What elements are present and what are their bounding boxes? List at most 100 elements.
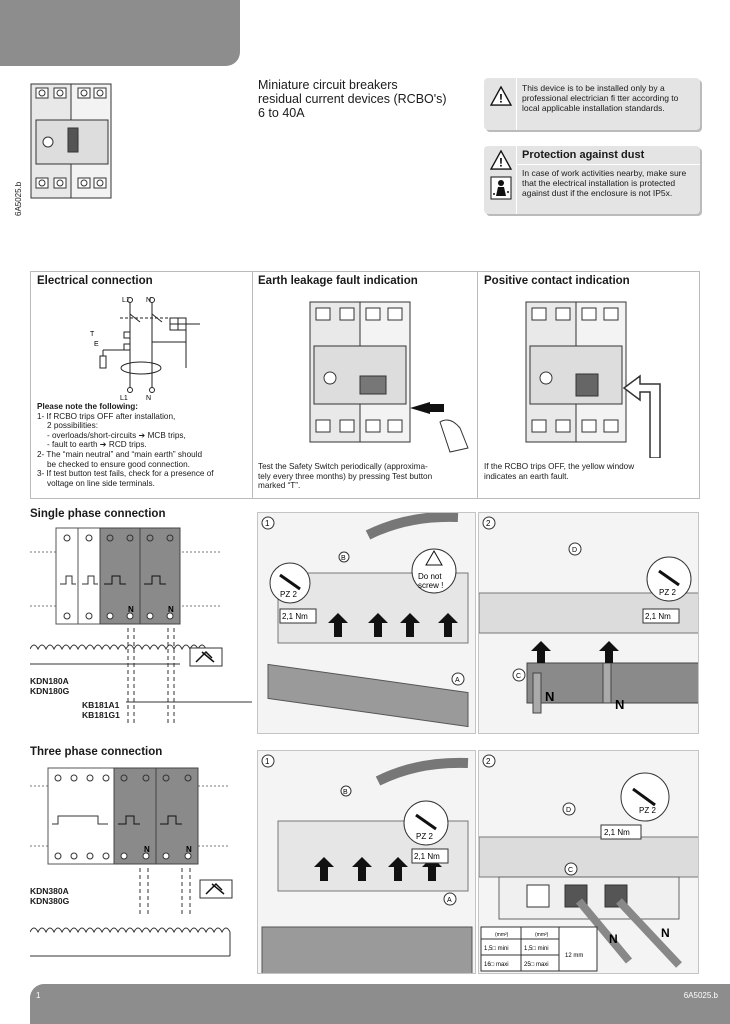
document-title: Miniature circuit breakers residual curr… xyxy=(258,78,478,120)
note-line: voltage on line side terminals. xyxy=(47,478,155,488)
three-step-2-figure: N N PZ 2 2,1 Nm D C 2 (mm²) (mm²) 1,5□ m… xyxy=(478,750,699,974)
info-panels xyxy=(30,271,700,499)
install-warning-text: This device is to be installed only by a… xyxy=(522,83,679,113)
electrical-connection-heading: Electrical connection xyxy=(37,275,153,287)
n-marker: N xyxy=(661,926,670,940)
note-title: Please note the following: xyxy=(37,402,138,411)
table-unit-1: (mm²) xyxy=(495,932,509,938)
l1-bottom-label: L1 xyxy=(120,395,128,402)
title-line-3: 6 to 40A xyxy=(258,106,305,120)
warning-triangle-icon: ! xyxy=(490,150,512,170)
note-line: 2- The “main neutral” and “main earth” s… xyxy=(37,449,203,459)
n-label: N xyxy=(168,605,174,614)
model-code: KB181A1 xyxy=(82,700,120,710)
n-marker: N xyxy=(545,689,554,704)
model-code: KDN180G xyxy=(30,686,70,696)
positive-text-line: indicates an earth fault. xyxy=(484,471,569,481)
earth-leakage-text: Test the Safety Switch periodically (app… xyxy=(258,462,472,491)
pz-label: PZ 2 xyxy=(280,590,297,599)
earth-text-line: tely every three months) by pressing Tes… xyxy=(258,471,433,481)
positive-text-line: If the RCBO trips OFF, the yellow window xyxy=(484,462,635,471)
a-marker: A xyxy=(447,897,452,904)
title-line-1: Miniature circuit breakers xyxy=(258,78,398,92)
model-code: KDN180A xyxy=(30,676,69,686)
hager-logo: :hager xyxy=(651,32,717,57)
pz-label: PZ 2 xyxy=(639,806,656,815)
table-cell: 1,5□ mini xyxy=(524,946,549,952)
install-warning-box: ! This device is to be installed only by… xyxy=(484,78,700,130)
positive-contact-heading: Positive contact indication xyxy=(484,275,630,287)
positive-contact-text: If the RCBO trips OFF, the yellow window… xyxy=(484,462,696,481)
torque-label: 2,1 Nm xyxy=(604,828,630,837)
step-number: 2 xyxy=(486,519,491,528)
note-line: 1- If RCBO trips OFF after installation, xyxy=(37,411,176,421)
model-code: KB181G1 xyxy=(82,710,120,720)
n-bottom-label: N xyxy=(146,395,151,402)
model-code: KDN380A xyxy=(30,886,69,896)
three-phase-heading: Three phase connection xyxy=(30,746,163,758)
table-cell: 16□ maxi xyxy=(484,962,509,968)
a-marker: A xyxy=(455,677,460,684)
torque-label: 2,1 Nm xyxy=(414,852,440,861)
model-code: KDN380G xyxy=(30,896,70,906)
three-models: KDN380A KDN380G xyxy=(30,886,69,906)
svg-text:!: ! xyxy=(499,155,503,169)
earth-text-line: Test the Safety Switch periodically (app… xyxy=(258,462,428,471)
dust-warning-title: Protection against dust xyxy=(522,149,645,161)
pz-label: PZ 2 xyxy=(416,832,433,841)
svg-text:!: ! xyxy=(499,91,503,105)
electrical-schematic: L1 N T E L1 N xyxy=(90,292,210,402)
b-marker: B xyxy=(341,555,346,562)
torque-label: 2,1 Nm xyxy=(282,612,308,621)
n-label: N xyxy=(128,605,134,614)
single-phase-diagram: N N xyxy=(30,524,252,724)
n-top-label: N xyxy=(146,297,151,304)
n-marker: N xyxy=(609,932,618,946)
three-step-1-figure: PZ 2 2,1 Nm B A 1 xyxy=(257,750,476,974)
earth-text-line: marked “T”. xyxy=(258,481,301,491)
worker-dust-icon xyxy=(490,176,512,200)
step-number: 1 xyxy=(265,519,270,528)
d-marker: D xyxy=(566,807,571,814)
n-marker: N xyxy=(615,697,624,712)
test-button-illustration xyxy=(300,298,470,458)
warning-note-1: Do not xyxy=(418,572,442,581)
t-label: T xyxy=(90,331,95,338)
note-line: - fault to earth ➔ RCD trips. xyxy=(47,440,147,450)
electrical-notes: Please note the following: 1- If RCBO tr… xyxy=(37,402,249,488)
b-marker: B xyxy=(343,789,348,796)
note-line: 3- If test button test fails, check for … xyxy=(37,469,214,479)
warning-triangle-icon: ! xyxy=(490,86,512,106)
d-marker: D xyxy=(572,547,577,554)
single-phase-heading: Single phase connection xyxy=(30,508,166,520)
page-number: 1 xyxy=(36,991,41,1000)
single-step-1-figure: PZ 2 2,1 Nm Do not screw ! B A 1 xyxy=(257,512,476,734)
e-label: E xyxy=(94,341,99,348)
step-number: 1 xyxy=(265,757,270,766)
yellow-window-illustration xyxy=(520,298,690,458)
three-phase-diagram: N N xyxy=(30,764,252,964)
pz-label: PZ 2 xyxy=(659,588,676,597)
note-line: 2 possibilities: xyxy=(47,421,98,431)
step-number: 2 xyxy=(486,757,491,766)
single-step-2-figure: N N PZ 2 2,1 Nm D C 2 xyxy=(478,512,699,734)
title-line-2: residual current devices (RCBO's) xyxy=(258,92,447,106)
footer-bar xyxy=(30,984,730,1024)
n-label: N xyxy=(186,845,192,854)
table-cell: 25□ maxi xyxy=(524,962,549,968)
footer-doc-code: 6A5025.b xyxy=(683,991,718,1000)
dust-warning-text: In case of work activities nearby, make … xyxy=(522,168,687,198)
table-cell: 1,5□ mini xyxy=(484,946,509,952)
wire-spec-table: (mm²) (mm²) 1,5□ mini 16□ maxi 1,5□ mini… xyxy=(480,926,598,972)
header-bar xyxy=(0,0,240,66)
dust-warning-box: ! Protection against dust In case of wor… xyxy=(484,146,700,214)
n-label: N xyxy=(144,845,150,854)
earth-leakage-heading: Earth leakage fault indication xyxy=(258,275,418,287)
l1-top-label: L1 xyxy=(122,297,130,304)
c-marker: C xyxy=(568,867,573,874)
note-line: be checked to ensure good connection. xyxy=(47,459,190,469)
side-doc-code: 6A5025.b xyxy=(14,181,23,216)
torque-label: 2,1 Nm xyxy=(645,612,671,621)
table-unit-2: (mm²) xyxy=(535,932,549,938)
note-line: - overloads/short-circuits ➔ MCB trips, xyxy=(47,430,186,440)
